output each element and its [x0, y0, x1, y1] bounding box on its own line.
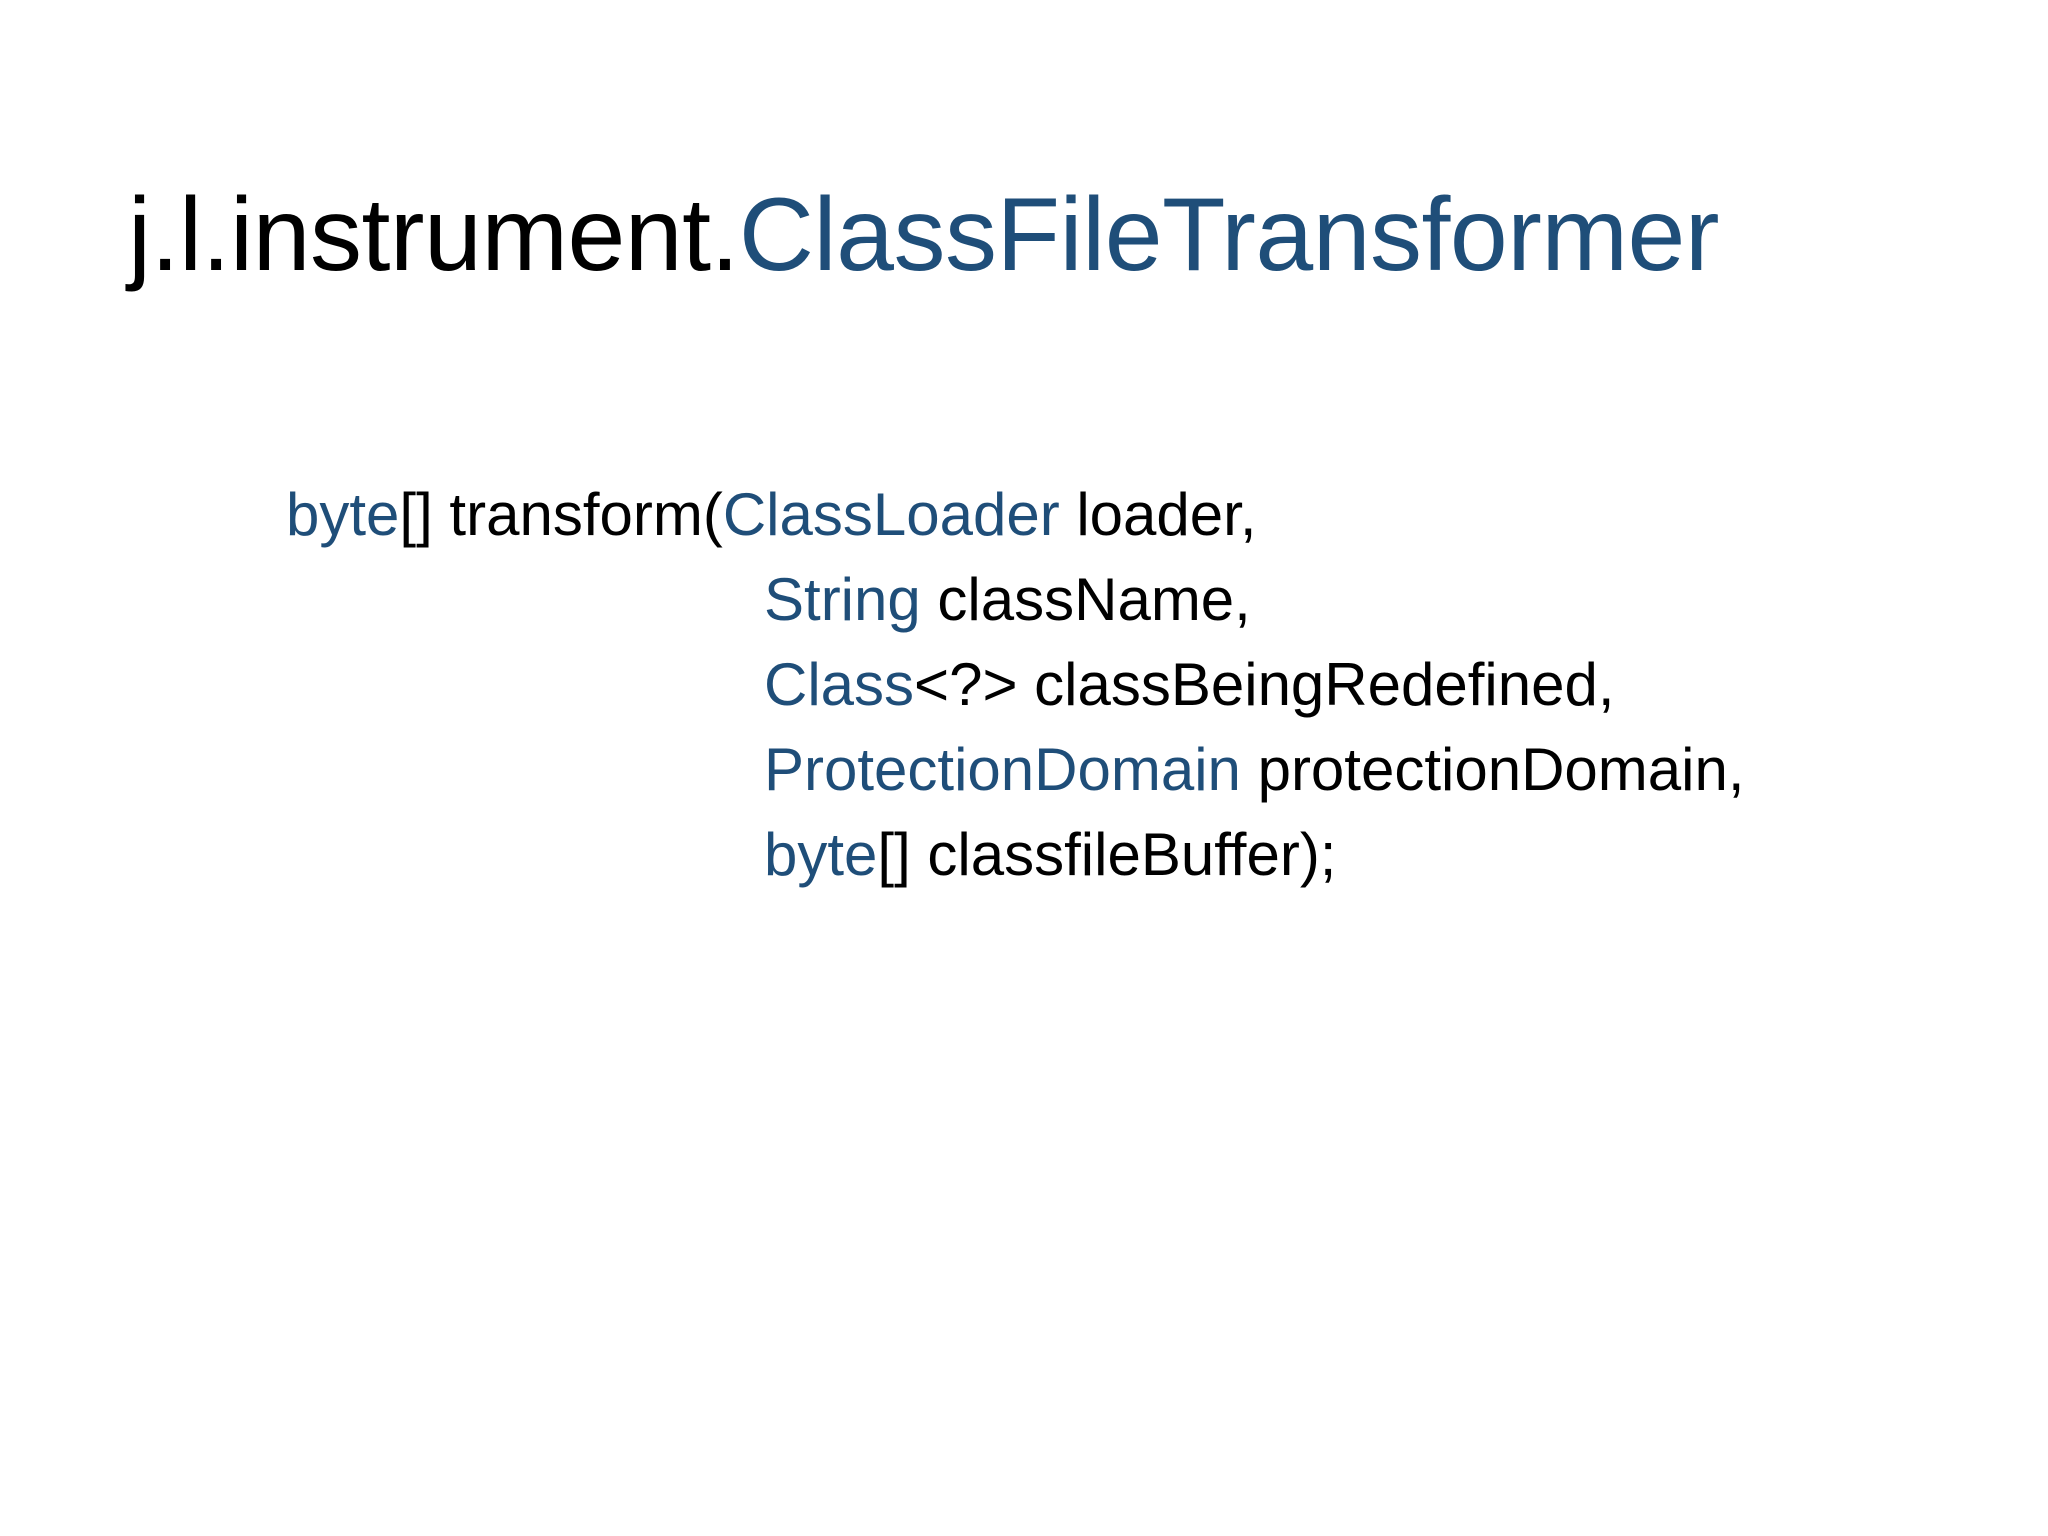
signature-text-token: [] classfileBuffer); — [877, 821, 1337, 888]
title-class-name: ClassFileTransformer — [738, 176, 1720, 293]
method-signature-block: byte[] transform(ClassLoader loader,Stri… — [286, 472, 1745, 897]
signature-line: String className, — [286, 557, 1745, 642]
signature-type-token: byte — [286, 481, 400, 548]
signature-type-token: byte — [764, 821, 878, 888]
signature-line: Class<?> classBeingRedefined, — [286, 642, 1745, 727]
signature-text-token: loader, — [1059, 481, 1257, 548]
signature-text-token: [] transform( — [399, 481, 723, 548]
signature-text-token: <?> classBeingRedefined, — [914, 651, 1615, 718]
signature-type-token: Class — [764, 651, 915, 718]
signature-line: byte[] classfileBuffer); — [286, 812, 1745, 897]
signature-type-token: String — [764, 566, 921, 633]
signature-text-token: className, — [920, 566, 1251, 633]
signature-line: ProtectionDomain protectionDomain, — [286, 727, 1745, 812]
signature-line: byte[] transform(ClassLoader loader, — [286, 472, 1745, 557]
signature-type-token: ClassLoader — [722, 481, 1060, 548]
title-package-prefix: j.l.instrument. — [128, 176, 739, 293]
page-title: j.l.instrument.ClassFileTransformer — [128, 174, 1938, 297]
signature-text-token: protectionDomain, — [1240, 736, 1745, 803]
signature-type-token: ProtectionDomain — [764, 736, 1241, 803]
